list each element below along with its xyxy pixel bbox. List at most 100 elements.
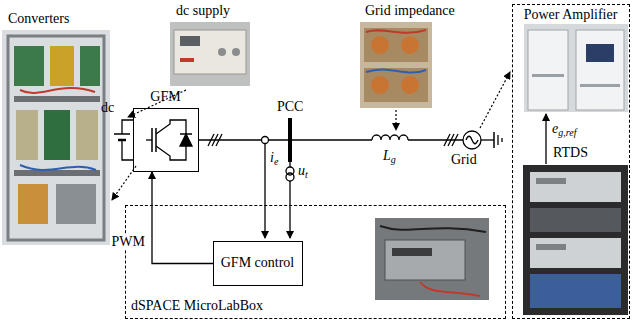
rect-shape (375, 218, 489, 300)
grid-impedance-photo (360, 22, 432, 108)
path-shape (366, 30, 426, 33)
rect-shape (580, 84, 620, 87)
line-shape (452, 134, 458, 146)
circle-shape (218, 48, 226, 56)
amplifier-region: Power Amplifier (512, 4, 630, 319)
rect-shape (586, 44, 614, 62)
rect-shape (16, 110, 38, 160)
path-shape (185, 130, 186, 134)
rect-shape (50, 46, 74, 86)
rect-shape (530, 274, 621, 308)
line-shape (128, 90, 186, 117)
edge-label: PWM (111, 234, 146, 250)
rect-shape (14, 46, 44, 86)
rect-shape (360, 22, 432, 108)
converter-box: GFM (133, 108, 199, 172)
circle-shape (401, 36, 419, 54)
rect-shape (8, 36, 104, 240)
circuit (114, 114, 546, 238)
node-title: Power Amplifier (524, 7, 618, 23)
path-shape (122, 120, 133, 134)
rect-shape (180, 58, 194, 62)
line-shape (216, 134, 222, 146)
line-shape (395, 110, 396, 130)
source-label: Grid (451, 152, 477, 168)
rect-shape (18, 184, 48, 224)
photo-leaders (112, 72, 510, 200)
rect-shape (530, 172, 621, 202)
line-shape (146, 139, 152, 140)
rect-shape (524, 24, 628, 112)
rect-shape (56, 184, 96, 224)
rect-shape (528, 30, 568, 110)
rect-shape (76, 110, 98, 160)
line-shape (481, 139, 494, 140)
line-shape (289, 162, 290, 167)
rect-shape (523, 165, 628, 315)
rect-shape (170, 22, 250, 86)
rect-shape (80, 46, 100, 86)
node-title: dSPACE MicroLabBox (131, 298, 263, 314)
rtds-photo (523, 165, 628, 315)
line-shape (288, 118, 292, 162)
circle-shape (286, 173, 294, 181)
rect-shape (2, 30, 110, 245)
line-shape (264, 144, 265, 238)
photo-label: Converters (8, 11, 69, 27)
path-shape (372, 135, 408, 140)
rect-shape (44, 110, 70, 160)
line-shape (155, 128, 157, 152)
rect-shape (536, 178, 566, 184)
component-label: Lg (383, 148, 396, 164)
circle-shape (371, 36, 389, 54)
control-box: GFM control (213, 241, 303, 286)
converters-photo (2, 30, 110, 245)
rect-shape (364, 68, 428, 102)
path-shape (180, 134, 192, 146)
rect-shape (385, 240, 465, 280)
bus-label: PCC (277, 99, 303, 115)
signal-name: eg,ref (552, 121, 576, 137)
rect-shape (536, 244, 566, 250)
rect-shape (14, 96, 100, 102)
rect-shape (392, 248, 432, 256)
path-shape (466, 136, 478, 144)
line-shape (199, 139, 372, 140)
photo-label: dc supply (176, 3, 230, 19)
path-shape (20, 88, 95, 93)
line-shape (493, 132, 495, 148)
path-shape (156, 146, 186, 160)
rect-shape (174, 30, 246, 74)
rect-shape (364, 28, 428, 62)
source-label: dc (101, 100, 114, 116)
rect-shape (180, 36, 200, 46)
path-shape (156, 120, 186, 134)
line-shape (480, 72, 510, 128)
node-title: GFM control (221, 255, 295, 271)
line-shape (545, 114, 546, 164)
node-title: GFM (150, 89, 180, 105)
line-shape (497, 135, 498, 145)
circle-shape (371, 76, 389, 94)
path-shape (420, 282, 480, 296)
line-shape (114, 133, 130, 135)
circle-shape (463, 131, 481, 149)
path-shape (20, 165, 96, 170)
line-shape (501, 138, 502, 142)
rect-shape (14, 170, 100, 176)
signal-arrow (152, 172, 213, 264)
rect-shape (530, 208, 621, 232)
controller-region: dSPACE MicroLabBox GFM control (125, 205, 506, 319)
path-shape (122, 140, 133, 160)
dc-supply-photo (170, 22, 250, 86)
signal-name: ie (270, 150, 278, 166)
rect-shape (576, 30, 624, 110)
power-amplifier-photo (524, 24, 628, 112)
circle-shape (232, 48, 240, 56)
rect-shape (530, 238, 621, 268)
device-label: RTDS (553, 145, 588, 161)
rect-shape (532, 74, 564, 77)
circle-shape (401, 76, 419, 94)
